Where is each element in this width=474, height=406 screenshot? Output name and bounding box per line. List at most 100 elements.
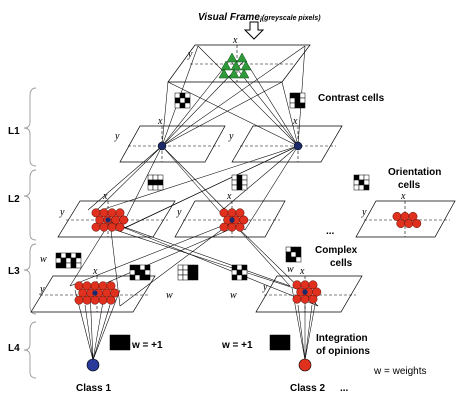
patch-cell [363, 179, 370, 186]
patch-cell [109, 339, 116, 346]
weight-symbol: w [166, 290, 173, 301]
patch-cell [187, 269, 194, 276]
cell-unit [99, 222, 109, 232]
cell-unit [300, 294, 310, 304]
pixel-triangle [238, 68, 250, 79]
patch-cell [290, 251, 297, 258]
patch-cell [285, 256, 292, 263]
connection-line [124, 145, 299, 229]
connection-line [92, 289, 121, 361]
connection-line [109, 221, 291, 287]
axis-x-label: x [232, 35, 238, 46]
axis-x-label: x [102, 191, 108, 202]
connection-line [161, 81, 169, 147]
patch-cell [70, 252, 77, 259]
connection-line [244, 145, 299, 231]
patch-cell [152, 174, 159, 181]
cell-unit [106, 281, 116, 291]
patch-cell [124, 339, 131, 346]
patch-cell [269, 339, 276, 346]
weight-symbol: w [287, 264, 294, 275]
cell-unit [90, 295, 100, 305]
cell-unit [412, 219, 422, 229]
connection-line [69, 221, 233, 287]
patch-cell [192, 264, 199, 271]
layer-l4-label-part2: of opinions [316, 346, 370, 357]
patch-cell [294, 102, 301, 109]
patch-cell [65, 252, 72, 259]
patch-cell [174, 97, 181, 104]
patch-cell [144, 269, 151, 276]
cell-unit [74, 295, 84, 305]
patch-cell [147, 184, 154, 191]
cell-unit [227, 222, 237, 232]
patch-cell [231, 184, 238, 191]
cluster-center-node [105, 217, 111, 223]
connection-line [167, 81, 299, 147]
axis-y-label: y [262, 282, 268, 293]
connection-line [84, 304, 94, 361]
ellipsis-l2: ... [326, 226, 335, 237]
connection-line [69, 221, 111, 287]
patch-cell [174, 102, 181, 109]
connection-line [94, 145, 163, 213]
cell-unit [82, 295, 92, 305]
axis-x-label: x [226, 191, 232, 202]
filter-patches [55, 92, 370, 351]
patch-cell [75, 252, 82, 259]
patch-cell [290, 256, 297, 263]
complex-patch-icon [177, 264, 199, 281]
l3-cluster-left [74, 281, 120, 305]
cell-unit [119, 215, 129, 225]
patch-cell [184, 97, 191, 104]
patch-cell [294, 92, 301, 99]
layer-label-l4: L4 [8, 343, 20, 354]
axis-y-label: y [228, 131, 234, 142]
patch-cell [236, 174, 243, 181]
connection-line [161, 45, 306, 147]
patch-cell [274, 344, 281, 351]
layer-l1-label: Contrast cells [318, 93, 385, 104]
connection-line [197, 45, 299, 147]
layer-label-l1: L1 [8, 126, 20, 137]
layer-l2-label-part1: Orientation [388, 167, 441, 178]
pixel-triangle [236, 52, 248, 63]
connection-line [119, 221, 233, 307]
axis-y-label: y [187, 49, 193, 60]
patch-cell [144, 274, 151, 281]
patch-cell [177, 269, 184, 276]
class-node-2 [298, 358, 312, 372]
connection-line [219, 145, 299, 213]
axis-x-label: x [292, 116, 298, 127]
cell-unit [115, 222, 125, 232]
patch-cell [134, 274, 141, 281]
cell-unit [106, 295, 116, 305]
weight-eq-left: w = +1 [131, 340, 163, 351]
connection-line [119, 145, 163, 231]
axis-y-label: y [176, 207, 182, 218]
patch-cell [60, 252, 67, 259]
connection-line [87, 145, 163, 211]
pixel-triangle [228, 68, 240, 79]
patch-cell [299, 102, 306, 109]
cell-unit [91, 222, 101, 232]
axis-y-label: y [361, 207, 367, 218]
patch-cell [363, 184, 370, 191]
complex-patch-icon [231, 264, 248, 281]
connection-line [231, 221, 291, 287]
patch-cell [187, 274, 194, 281]
patch-cell [299, 92, 306, 99]
cell-unit [404, 219, 414, 229]
patch-cell [70, 257, 77, 264]
weight-symbol: w [230, 290, 237, 301]
patch-cell [289, 97, 296, 104]
patch-cell [241, 184, 248, 191]
patch-cell [177, 274, 184, 281]
patch-cell [119, 344, 126, 351]
patch-cell [65, 262, 72, 269]
patch-cell [139, 264, 146, 271]
patch-cell [285, 251, 292, 258]
cell-unit [292, 294, 302, 304]
patch-cell [55, 257, 62, 264]
patch-cell [241, 274, 248, 281]
